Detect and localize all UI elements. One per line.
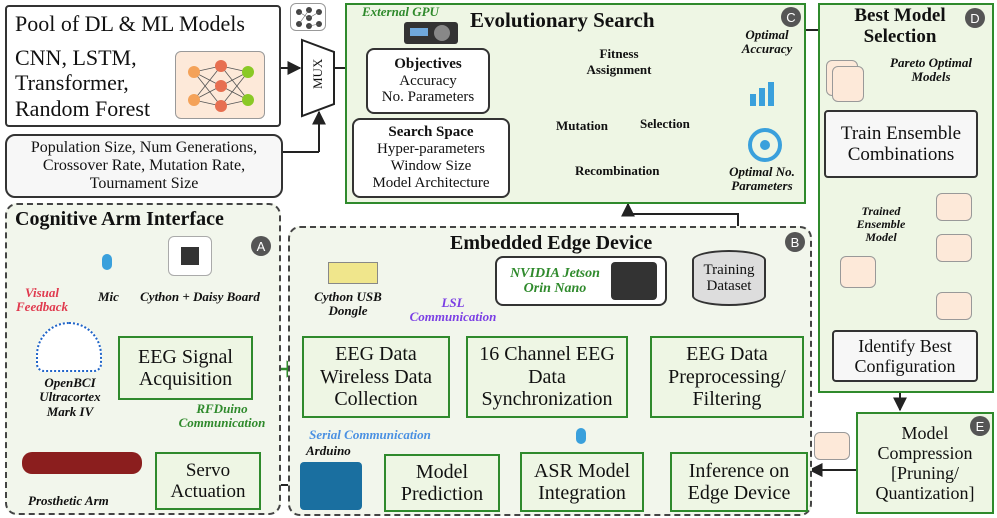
- gpu-icon: [404, 22, 458, 44]
- dongle-label: Cython USB Dongle: [314, 289, 382, 319]
- recombination-label: Recombination: [575, 163, 660, 178]
- hyperparameter-settings: Population Size, Num Generations, Crosso…: [5, 134, 283, 198]
- jetson-label: NVIDIA Jetson Orin Nano: [510, 265, 600, 296]
- prosthetic-label: Prosthetic Arm: [28, 493, 109, 508]
- neural-network-icon: [175, 51, 265, 119]
- compression-line: [Pruning/: [890, 463, 959, 483]
- selection-label: Selection: [640, 116, 690, 131]
- compressed-model-icon: [814, 432, 850, 460]
- optimal-params-label: Optimal No. Parameters: [729, 164, 795, 194]
- edge-title: Embedded Edge Device: [450, 232, 653, 254]
- preprocessing-box: EEG Data Preprocessing/ Filtering: [650, 336, 804, 418]
- param-line: Population Size, Num Generations,: [30, 139, 258, 157]
- model-pool-list: CNN, LSTM, Transformer, Random Forest: [15, 45, 150, 121]
- badge-e: E: [970, 416, 990, 436]
- search-space-item: Hyper-parameters: [377, 141, 485, 158]
- jetson-box: NVIDIA Jetson Orin Nano: [495, 256, 667, 306]
- badge-c: C: [781, 7, 801, 27]
- objectives-title: Objectives: [394, 55, 462, 72]
- small-network-icon: [290, 3, 326, 31]
- best-model-title: Best Model Selection: [854, 5, 946, 47]
- mic-icon: [576, 428, 586, 444]
- arduino-board-icon: [300, 462, 362, 510]
- badge-a: A: [251, 236, 271, 256]
- identify-best-box: Identify Best Configuration: [832, 330, 978, 382]
- model-prediction-box: Model Prediction: [384, 454, 500, 512]
- model-item: CNN, LSTM,: [15, 45, 137, 70]
- eeg-headset-icon: [36, 322, 102, 372]
- optimal-accuracy-label: Optimal Accuracy: [741, 27, 793, 57]
- objective-item: Accuracy: [399, 72, 457, 89]
- prosthetic-arm-icon: [22, 452, 142, 474]
- model-item: Random Forest: [15, 95, 151, 121]
- search-space-title: Search Space: [388, 124, 474, 141]
- objective-item: No. Parameters: [381, 89, 475, 106]
- search-space-box: Search Space Hyper-parameters Window Siz…: [352, 118, 510, 198]
- cognitive-title: Cognitive Arm Interface: [15, 208, 224, 230]
- jetson-icon: [611, 262, 657, 300]
- visual-feedback-label: Visual Feedback: [16, 285, 68, 315]
- synchronization-box: 16 Channel EEG Data Synchronization: [466, 336, 628, 418]
- gpu-label: External GPU: [362, 4, 439, 19]
- servo-actuation-box: Servo Actuation: [155, 452, 261, 510]
- model-pool-title: Pool of DL & ML Models: [15, 11, 245, 36]
- bar-chart-icon: [748, 80, 782, 106]
- wireless-collection-box: EEG Data Wireless Data Collection: [302, 336, 450, 418]
- gear-icon: [748, 128, 782, 162]
- eeg-acquisition-box: EEG Signal Acquisition: [118, 336, 253, 400]
- compression-line: Compression: [877, 442, 973, 463]
- ensemble-model-icon: [840, 256, 876, 288]
- model-pool-panel: Pool of DL & ML Models CNN, LSTM, Transf…: [5, 5, 281, 127]
- badge-d: D: [965, 8, 985, 28]
- board-label: Cython + Daisy Board: [140, 289, 260, 304]
- usb-dongle-icon: [328, 262, 378, 284]
- trained-ensemble-label: Trained Ensemble Model: [856, 204, 906, 245]
- mic-label: Mic: [98, 289, 119, 304]
- param-line: Crossover Rate, Mutation Rate,: [42, 157, 246, 175]
- training-dataset-cylinder: Training Dataset: [692, 250, 766, 306]
- evo-title: Evolutionary Search: [470, 8, 655, 32]
- train-ensemble-box: Train Ensemble Combinations: [824, 110, 978, 178]
- rfduino-label: RFDuino Communication: [178, 401, 266, 431]
- mutation-label: Mutation: [556, 118, 608, 133]
- headset-label: OpenBCI Ultracortex Mark IV: [39, 375, 101, 419]
- pareto-label: Pareto Optimal Models: [890, 55, 972, 85]
- compression-line: Quantization]: [875, 483, 975, 504]
- mux-label: MUX: [310, 58, 325, 89]
- ensemble-member-icon: [936, 292, 972, 320]
- model-item: Transformer,: [15, 70, 129, 96]
- compression-line: Model: [901, 422, 949, 443]
- pareto-models-icon: [832, 66, 864, 102]
- inference-box: Inference on Edge Device: [670, 452, 808, 512]
- fitness-assignment-label: Fitness Assignment: [586, 46, 652, 77]
- search-space-item: Model Architecture: [372, 174, 490, 191]
- badge-b: B: [785, 232, 805, 252]
- asr-integration-box: ASR Model Integration: [520, 452, 644, 512]
- serial-label: Serial Communication: [309, 427, 431, 442]
- objectives-box: Objectives Accuracy No. Parameters: [366, 48, 490, 114]
- ensemble-member-icon: [936, 234, 972, 262]
- ensemble-member-icon: [936, 193, 972, 221]
- arduino-label: Arduino: [306, 443, 351, 458]
- lsl-label: LSL Communication: [409, 295, 497, 325]
- board-icon: [168, 236, 212, 276]
- mic-icon: [102, 254, 112, 270]
- param-line: Tournament Size: [89, 174, 199, 192]
- search-space-item: Window Size: [390, 158, 472, 174]
